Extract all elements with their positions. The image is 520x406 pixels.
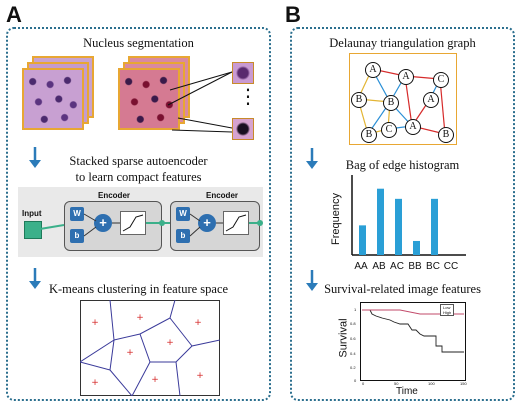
graph-node: B bbox=[438, 127, 454, 143]
step-delaunay: Delaunay triangulation graph bbox=[329, 36, 476, 50]
delaunay-graph: A A B A C B B C A B bbox=[349, 53, 457, 145]
tissue-stack-raw bbox=[22, 56, 102, 134]
graph-node: A bbox=[365, 62, 381, 78]
down-arrow-icon bbox=[29, 147, 41, 168]
histogram-tick: CC bbox=[443, 261, 459, 272]
histogram-bar bbox=[359, 225, 366, 255]
graph-node: C bbox=[381, 122, 397, 138]
down-arrow-icon bbox=[306, 148, 318, 169]
survival-ytick: 0.2 bbox=[350, 365, 356, 370]
encoder-1-weight: W bbox=[70, 207, 84, 221]
graph-node: A bbox=[405, 119, 421, 135]
panel-a-box bbox=[6, 27, 271, 401]
step-nucleus-segmentation: Nucleus segmentation bbox=[83, 36, 194, 50]
input-node bbox=[24, 221, 42, 239]
survival-curve-low bbox=[362, 309, 464, 353]
survival-ytick: 0.6 bbox=[350, 336, 356, 341]
step-autoencoder-line2: to learn compact features bbox=[75, 170, 202, 184]
survival-plot: Survival Low High 1 0.8 0.6 0.4 0.2 0 0 … bbox=[332, 298, 472, 398]
autoencoder-diagram: Input Encoder W b + Encoder W b + bbox=[18, 187, 263, 257]
survival-ytick: 0 bbox=[354, 378, 357, 383]
graph-node: B bbox=[351, 92, 367, 108]
survival-xlabel: Time bbox=[396, 386, 418, 397]
panel-a-letter: A bbox=[6, 2, 22, 27]
legend-entry-high: High bbox=[443, 310, 452, 315]
down-arrow-icon bbox=[29, 268, 41, 289]
survival-xtick: 150 bbox=[460, 381, 467, 386]
step-survival-features: Survival-related image features bbox=[324, 282, 481, 296]
tissue-image-raw bbox=[22, 68, 84, 130]
svg-text:+: + bbox=[194, 318, 202, 328]
tissue-image-segmented bbox=[118, 68, 180, 130]
patch-pointer-lines bbox=[167, 71, 233, 133]
tissue-stack-segmented bbox=[118, 56, 198, 134]
survival-xtick: 50 bbox=[394, 381, 399, 386]
svg-text:+: + bbox=[91, 378, 99, 388]
svg-text:+: + bbox=[91, 318, 99, 328]
survival-xtick: 100 bbox=[428, 381, 435, 386]
svg-text:+: + bbox=[196, 371, 204, 381]
step-autoencoder-line1: Stacked sparse autoencoder bbox=[69, 154, 208, 168]
svg-text:+: + bbox=[126, 348, 134, 358]
encoder-1-label: Encoder bbox=[98, 191, 131, 200]
panel-b-box bbox=[290, 27, 515, 401]
autoencoder-connections bbox=[39, 213, 263, 237]
svg-text:+: + bbox=[151, 375, 159, 385]
down-arrow-icon bbox=[306, 270, 318, 291]
histogram-tick: AA bbox=[354, 261, 368, 272]
histogram-tick: BB bbox=[408, 261, 422, 272]
histogram-tick: AC bbox=[390, 261, 404, 272]
histogram-bar bbox=[377, 188, 384, 255]
ellipsis-icon: ⋮ bbox=[238, 84, 258, 108]
survival-ytick: 0.8 bbox=[350, 321, 356, 326]
encoder-1-activation bbox=[120, 211, 146, 235]
encoder-2-label: Encoder bbox=[206, 191, 239, 200]
panel-b-letter: B bbox=[285, 2, 301, 27]
histogram-axes bbox=[351, 175, 466, 256]
graph-node: A bbox=[423, 92, 439, 108]
histogram-bar bbox=[431, 198, 438, 255]
encoder-1-sum: + bbox=[94, 214, 112, 232]
nucleus-patch-2 bbox=[232, 118, 254, 140]
survival-ytick: 0.4 bbox=[350, 351, 356, 356]
survival-ylabel: Survival bbox=[337, 318, 350, 358]
survival-xtick: 0 bbox=[362, 381, 365, 386]
histogram-bar bbox=[413, 240, 420, 255]
nucleus-patch-1 bbox=[232, 62, 254, 84]
encoder-2-sum: + bbox=[198, 214, 216, 232]
edge-histogram: Frequency AA AB AC BB BC CC bbox=[330, 175, 470, 275]
encoder-2-bias: b bbox=[176, 229, 190, 243]
encoder-2-weight: W bbox=[176, 207, 190, 221]
encoder-1-bias: b bbox=[70, 229, 84, 243]
legend-entry-low: Low bbox=[443, 305, 451, 310]
graph-node: B bbox=[383, 95, 399, 111]
step-bag-of-edge: Bag of edge histogram bbox=[345, 158, 460, 172]
histogram-tick: BC bbox=[426, 261, 440, 272]
step-kmeans: K-means clustering in feature space bbox=[48, 282, 229, 296]
histogram-ylabel: Frequency bbox=[329, 193, 342, 245]
histogram-bar bbox=[395, 198, 402, 255]
graph-node: C bbox=[433, 72, 449, 88]
histogram-tick: AB bbox=[372, 261, 386, 272]
graph-node: B bbox=[361, 127, 377, 143]
survival-ytick: 1 bbox=[354, 307, 357, 312]
svg-text:+: + bbox=[166, 338, 174, 348]
svg-text:+: + bbox=[136, 313, 144, 323]
graph-node: A bbox=[398, 69, 414, 85]
input-label: Input bbox=[22, 209, 42, 218]
histogram-bars bbox=[359, 188, 438, 255]
survival-legend: Low High bbox=[440, 304, 455, 316]
kmeans-voronoi-diagram: + + + + + + + + bbox=[80, 300, 220, 396]
